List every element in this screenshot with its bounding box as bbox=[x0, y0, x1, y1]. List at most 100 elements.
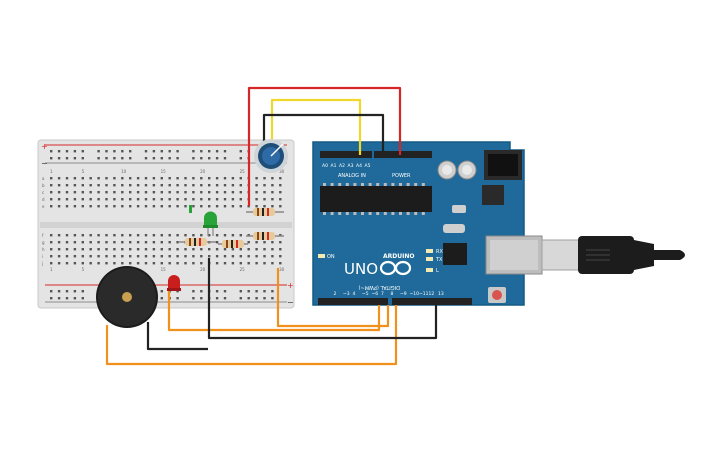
analog-pin-label: A3 bbox=[348, 163, 354, 169]
breadboard-hole bbox=[97, 198, 100, 201]
breadboard-hole bbox=[239, 262, 242, 265]
breadboard-hole bbox=[121, 241, 124, 244]
breadboard-hole bbox=[176, 198, 179, 201]
breadboard-hole bbox=[279, 262, 282, 265]
analog-pin-label: A2 bbox=[339, 163, 345, 169]
breadboard-hole bbox=[263, 262, 266, 265]
breadboard-hole bbox=[231, 184, 235, 187]
breadboard-hole bbox=[50, 262, 53, 265]
breadboard-hole bbox=[97, 248, 100, 251]
breadboard-hole bbox=[105, 241, 108, 244]
column-number: 15 bbox=[161, 169, 167, 174]
rail-hole bbox=[81, 150, 84, 153]
breadboard-hole bbox=[89, 184, 92, 187]
breadboard-hole bbox=[57, 255, 61, 258]
breadboard-hole bbox=[81, 191, 84, 194]
breadboard-hole bbox=[263, 191, 266, 194]
rail-hole bbox=[223, 290, 227, 293]
digital-pin-label: ~3 bbox=[343, 291, 350, 297]
breadboard-hole bbox=[97, 255, 100, 258]
breadboard-hole bbox=[255, 191, 258, 194]
breadboard-hole bbox=[89, 191, 92, 194]
wire-black-gnd bbox=[262, 113, 385, 155]
rail-hole bbox=[144, 157, 148, 160]
potentiometer[interactable] bbox=[254, 139, 288, 173]
breadboard-hole bbox=[184, 177, 187, 180]
breadboard-hole bbox=[121, 248, 124, 251]
green-led-marker bbox=[189, 205, 192, 213]
rail-hole bbox=[200, 297, 203, 300]
rail-minus-label-bottom: − bbox=[287, 298, 294, 307]
usb-chip bbox=[443, 243, 467, 265]
rail-hole bbox=[50, 290, 53, 293]
rail-hole bbox=[113, 150, 116, 153]
rail-hole bbox=[81, 157, 84, 160]
chip-pin bbox=[406, 183, 410, 186]
rail-hole bbox=[57, 290, 61, 293]
rail-hole bbox=[50, 157, 53, 160]
breadboard-hole bbox=[81, 241, 84, 244]
breadboard-hole bbox=[50, 255, 53, 258]
chip-pin bbox=[421, 183, 425, 186]
breadboard-hole bbox=[184, 184, 187, 187]
breadboard-hole bbox=[215, 255, 219, 258]
wire-red-5v bbox=[247, 86, 402, 206]
rail-hole bbox=[57, 157, 61, 160]
rail-hole bbox=[255, 297, 258, 300]
breadboard-hole bbox=[200, 262, 203, 265]
rail-hole bbox=[239, 290, 242, 293]
breadboard-hole bbox=[129, 198, 132, 201]
breadboard-hole bbox=[129, 191, 132, 194]
breadboard-hole bbox=[215, 184, 219, 187]
breadboard-hole bbox=[73, 262, 77, 265]
breadboard-hole bbox=[97, 184, 100, 187]
breadboard-hole bbox=[271, 241, 274, 244]
breadboard-hole bbox=[176, 262, 179, 265]
rail-hole bbox=[73, 297, 77, 300]
breadboard-hole bbox=[129, 184, 132, 187]
column-number: 25 bbox=[240, 169, 246, 174]
breadboard-hole bbox=[255, 262, 258, 265]
breadboard-hole bbox=[247, 255, 250, 258]
breadboard-hole bbox=[89, 248, 92, 251]
breadboard-hole bbox=[129, 205, 132, 208]
breadboard-hole bbox=[215, 241, 219, 244]
breadboard-hole bbox=[231, 177, 235, 180]
rail-hole bbox=[121, 157, 124, 160]
rx-led bbox=[426, 249, 433, 253]
breadboard-hole bbox=[81, 255, 84, 258]
breadboard-hole bbox=[263, 177, 266, 180]
rail-hole bbox=[73, 290, 77, 293]
breadboard-hole bbox=[223, 184, 227, 187]
rail-hole bbox=[65, 297, 69, 300]
breadboard-hole bbox=[255, 198, 258, 201]
rail-hole bbox=[113, 157, 116, 160]
column-number: 30 bbox=[279, 267, 285, 272]
breadboard-hole bbox=[136, 184, 140, 187]
breadboard-hole bbox=[144, 184, 148, 187]
breadboard-hole bbox=[176, 191, 179, 194]
breadboard-hole bbox=[192, 177, 195, 180]
chip-pin bbox=[345, 183, 349, 186]
breadboard-hole bbox=[223, 205, 227, 208]
breadboard-hole bbox=[160, 191, 163, 194]
rail-hole bbox=[176, 150, 179, 153]
chip-pin bbox=[345, 212, 349, 215]
breadboard-hole bbox=[73, 191, 77, 194]
breadboard-hole bbox=[215, 234, 219, 237]
breadboard-hole bbox=[73, 234, 77, 237]
breadboard-hole bbox=[129, 248, 132, 251]
row-letter: g bbox=[42, 240, 45, 245]
breadboard-hole bbox=[231, 248, 235, 251]
atmega-chip bbox=[320, 186, 432, 212]
breadboard-hole bbox=[121, 184, 124, 187]
breadboard-hole bbox=[113, 241, 116, 244]
rail-hole bbox=[263, 290, 266, 293]
breadboard-hole bbox=[192, 198, 195, 201]
rail-hole bbox=[215, 297, 219, 300]
breadboard-hole bbox=[271, 177, 274, 180]
wire-black-gnd-2 bbox=[207, 258, 438, 340]
breadboard-hole bbox=[271, 184, 274, 187]
breadboard-hole bbox=[113, 248, 116, 251]
